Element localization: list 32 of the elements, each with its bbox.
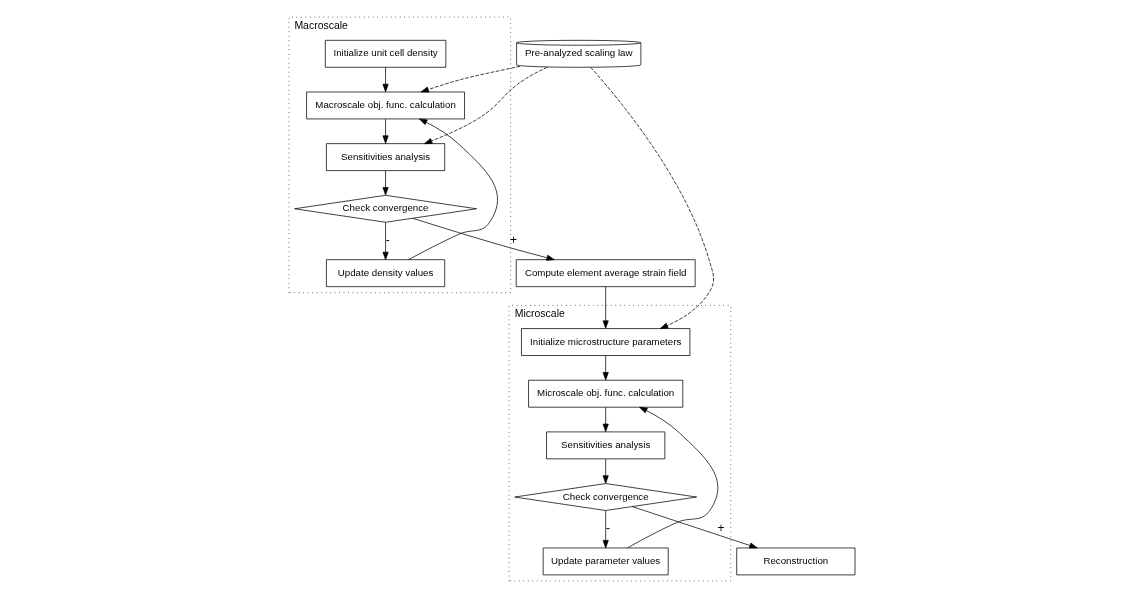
edge-label: - [605,521,610,536]
arrow [382,222,389,260]
node-box: Update parameter values [542,547,669,576]
node-box: Reconstruction [735,547,855,576]
arrow [382,118,389,144]
node-box: Initialize microstructure parameters [520,328,690,356]
arrow [420,65,520,93]
node-box: Update density values [325,259,445,288]
node-box: Sensitivities analysis [325,143,445,171]
node-diamond: Check convergence [293,194,477,223]
arrow [602,510,609,549]
node-box: Initialize unit cell density [324,39,446,68]
node-box: Compute element average strain field [515,259,696,288]
arrow [407,118,498,260]
arrow [602,458,609,484]
arrow [626,406,718,549]
edge-label: + [716,521,724,536]
node-box: Microscale obj. func. calculation [527,379,683,408]
arrow [602,286,609,329]
arrow [382,170,389,196]
node-box: Macroscale obj. func. calculation [305,91,465,120]
arrow [423,66,548,144]
arrow [589,67,714,329]
node-box: Sensitivities analysis [545,431,665,460]
edge-label: + [509,232,517,247]
arrow [382,67,389,93]
arrow [602,355,609,381]
arrow [412,217,555,261]
arrow [602,407,609,432]
edge-label: - [385,232,390,247]
arrow [631,506,758,549]
node-diamond: Check convergence [513,483,697,511]
